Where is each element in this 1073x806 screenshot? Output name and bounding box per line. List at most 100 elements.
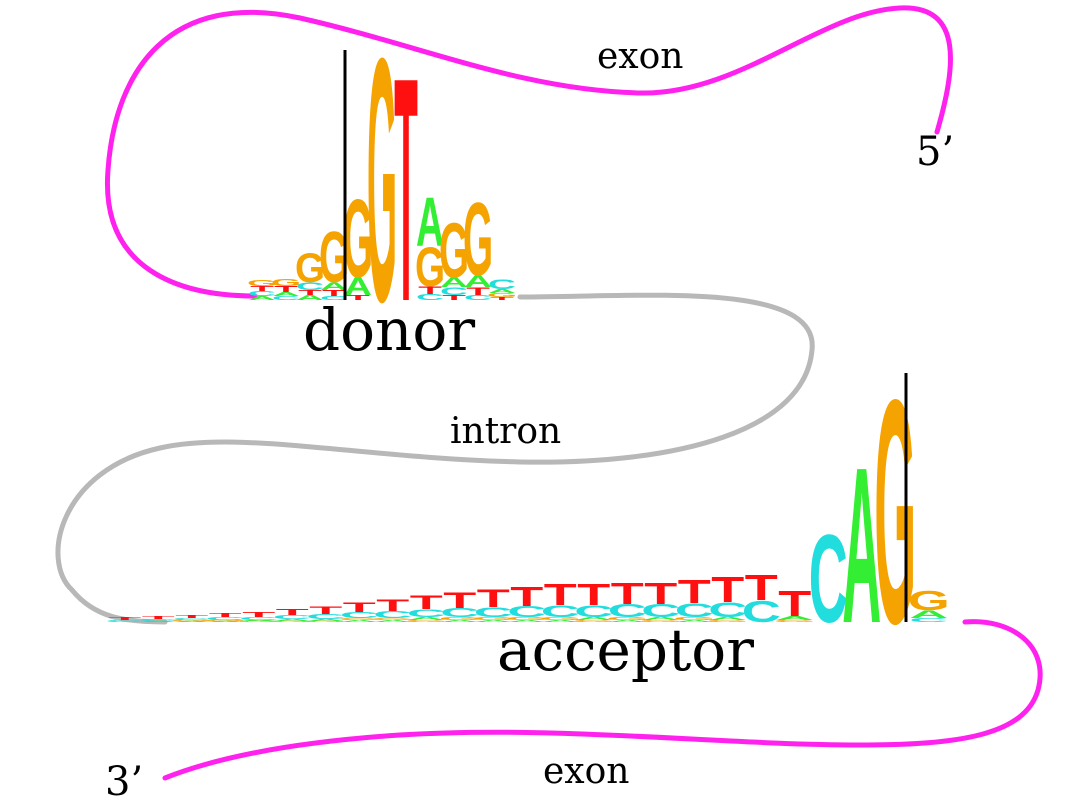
logo-letter-G: G: [606, 616, 648, 621]
logo-letter-A: A: [641, 616, 680, 621]
logo-letter-G: G: [372, 618, 414, 621]
logo-letter-G: G: [305, 621, 347, 623]
logo-letter-C: C: [909, 617, 948, 623]
logo-letter-C: C: [742, 595, 781, 629]
logo-letter-G: G: [707, 620, 749, 623]
logo-letter-T: T: [490, 296, 514, 301]
logo-letter-A: A: [842, 423, 881, 670]
logo-letter-A: A: [272, 291, 300, 297]
exon-top-label: exon: [597, 36, 683, 77]
logo-letter-G: G: [271, 621, 313, 623]
logo-letter-C: C: [474, 605, 513, 620]
logo-letter-T: T: [175, 614, 208, 619]
logo-letter-T: T: [209, 612, 243, 618]
logo-letter-G: G: [573, 620, 615, 623]
logo-letter-T: T: [466, 285, 490, 297]
logo-letter-G: G: [908, 585, 950, 616]
logo-letter-C: C: [407, 607, 446, 619]
logo-letter-G: G: [204, 620, 246, 622]
logo-letter-G: G: [439, 207, 469, 294]
logo-letter-A: A: [273, 619, 312, 622]
logo-letter-T: T: [309, 604, 342, 616]
three-prime-label: 3’: [105, 759, 143, 805]
logo-letter-C: C: [809, 510, 848, 649]
logo-letter-T: T: [644, 577, 677, 611]
logo-letter-A: A: [474, 620, 513, 623]
logo-letter-T: T: [242, 611, 276, 619]
logo-letter-A: A: [248, 295, 276, 301]
logo-letter-T: T: [577, 578, 610, 612]
logo-letter-T: T: [443, 588, 476, 613]
logo-letter-C: C: [105, 620, 144, 623]
logo-letter-C: C: [272, 295, 300, 301]
logo-letter-T: T: [510, 581, 543, 612]
logo-letter-C: C: [464, 294, 492, 302]
logo-letter-T: T: [376, 596, 409, 614]
logo-letter-T: T: [418, 284, 442, 296]
logo-letter-T: T: [298, 289, 322, 297]
logo-letter-G: G: [463, 181, 493, 298]
logo-letter-A: A: [440, 620, 479, 623]
logo-letter-G: G: [367, 0, 397, 374]
logo-letter-T: T: [276, 608, 310, 617]
logo-letter-A: A: [373, 620, 412, 623]
logo-letter-G: G: [343, 177, 373, 301]
logo-letter-C: C: [541, 602, 580, 620]
logo-letter-A: A: [507, 620, 546, 623]
logo-letter-T: T: [142, 615, 175, 620]
exon-top-strand: [104, 5, 953, 299]
logo-letter-A: A: [775, 615, 814, 621]
logo-letter-C: C: [239, 616, 278, 621]
logo-letter-C: C: [507, 604, 546, 621]
logo-letter-G: G: [640, 620, 682, 623]
logo-letter-T: T: [442, 294, 466, 302]
logo-letter-G: G: [171, 620, 213, 622]
logo-letter-T: T: [711, 569, 744, 610]
logo-letter-G: G: [487, 292, 517, 298]
logo-letter-C: C: [172, 618, 211, 621]
logo-letter-C: C: [440, 285, 468, 297]
logo-letter-G: G: [405, 620, 447, 623]
logo-letter-A: A: [344, 273, 372, 301]
exon-bottom-label: exon: [543, 751, 629, 792]
logo-letter-G: G: [439, 616, 481, 621]
logo-letter-G: G: [774, 620, 816, 623]
logo-letter-T: T: [544, 578, 577, 612]
logo-letter-T: T: [678, 573, 711, 611]
logo-letter-C: C: [608, 601, 647, 621]
acceptor-sequence-logo: CTACTAGCTAGCTGACTGACTGACTAGCTAGCTGACTAGC…: [105, 333, 950, 690]
logo-letter-A: A: [608, 620, 647, 623]
logo-letter-A: A: [574, 616, 613, 621]
logo-letter-C: C: [708, 598, 747, 621]
logo-letter-A: A: [464, 272, 492, 290]
donor-label: donor: [303, 296, 475, 364]
logo-letter-T: T: [343, 600, 376, 615]
logo-letter-C: C: [340, 611, 379, 620]
logo-letter-C: C: [373, 609, 412, 620]
logo-letter-G: G: [415, 237, 445, 298]
logo-letter-C: C: [675, 599, 714, 621]
logo-letter-C: C: [416, 293, 444, 302]
logo-letter-C: C: [641, 601, 680, 621]
logo-letter-G: G: [338, 618, 380, 621]
intron-strand: [55, 292, 815, 625]
logo-letter-T: T: [410, 591, 443, 613]
logo-letter-T: T: [250, 285, 274, 293]
logo-letter-T: T: [778, 583, 811, 624]
logo-letter-C: C: [296, 280, 324, 292]
logo-letter-G: G: [874, 333, 916, 690]
logo-letter-A: A: [340, 620, 379, 623]
logo-letter-A: A: [320, 280, 348, 292]
logo-letter-G: G: [271, 277, 301, 288]
logo-letter-G: G: [673, 616, 715, 621]
logo-letter-G: G: [506, 616, 548, 621]
logo-letter-C: C: [306, 613, 345, 621]
logo-letter-G: G: [539, 616, 581, 621]
logo-letter-G: G: [247, 279, 277, 288]
logo-letter-T: T: [108, 616, 141, 621]
logo-letter-T: T: [394, 12, 418, 369]
exon-bottom-strand: [162, 619, 1043, 781]
logo-letter-T: T: [477, 584, 510, 612]
